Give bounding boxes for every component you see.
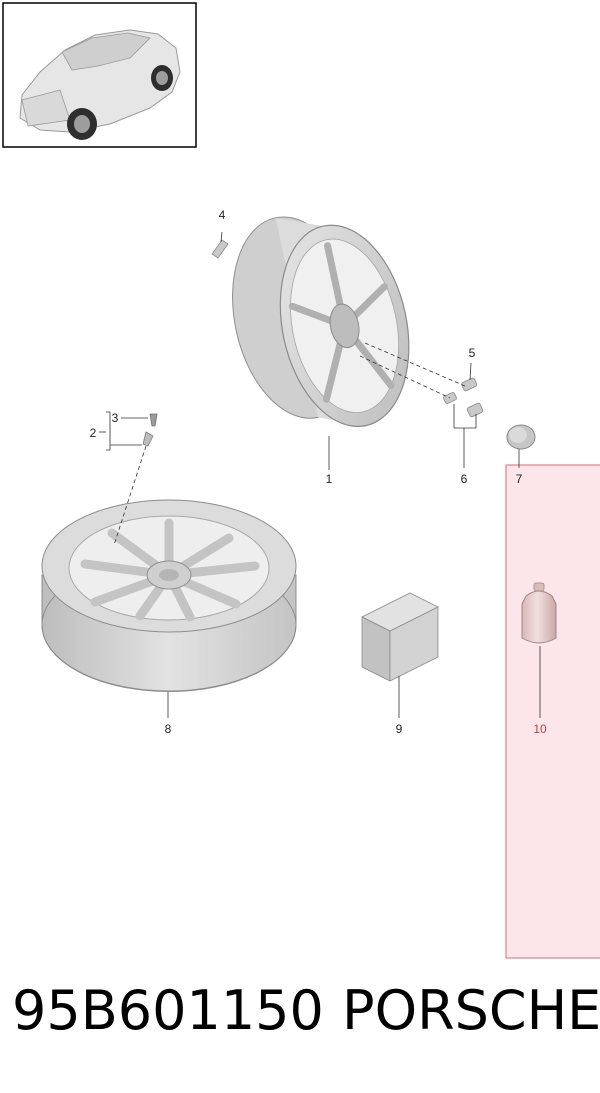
control-module-part <box>361 592 439 682</box>
callout-9: 9 <box>396 722 403 736</box>
valve-part <box>211 231 229 259</box>
highlight-region <box>505 464 600 959</box>
callout-6: 6 <box>461 472 468 486</box>
sealant-bottle-part <box>521 582 557 644</box>
callout-4: 4 <box>219 208 226 222</box>
thumbnail-frame <box>2 2 197 148</box>
alloy-wheel-part <box>232 216 410 428</box>
center-cap-part <box>506 424 536 450</box>
dashed-guides <box>113 342 466 546</box>
brand-name: PORSCHE <box>342 979 600 1042</box>
part-number: 95B601150 <box>12 979 324 1042</box>
callout-1: 1 <box>326 472 333 486</box>
callout-5: 5 <box>469 346 476 360</box>
callout-7: 7 <box>516 472 523 486</box>
callout-3: 3 <box>112 411 119 425</box>
callout-8: 8 <box>165 722 172 736</box>
wheel-bolts-part <box>443 377 484 418</box>
car-thumbnail-image <box>19 29 181 140</box>
valve-stem-part <box>142 413 158 447</box>
spare-wheel-part <box>41 499 297 692</box>
callout-10: 10 <box>533 722 547 736</box>
callout-2: 2 <box>90 426 97 440</box>
leader-lines <box>99 362 541 718</box>
